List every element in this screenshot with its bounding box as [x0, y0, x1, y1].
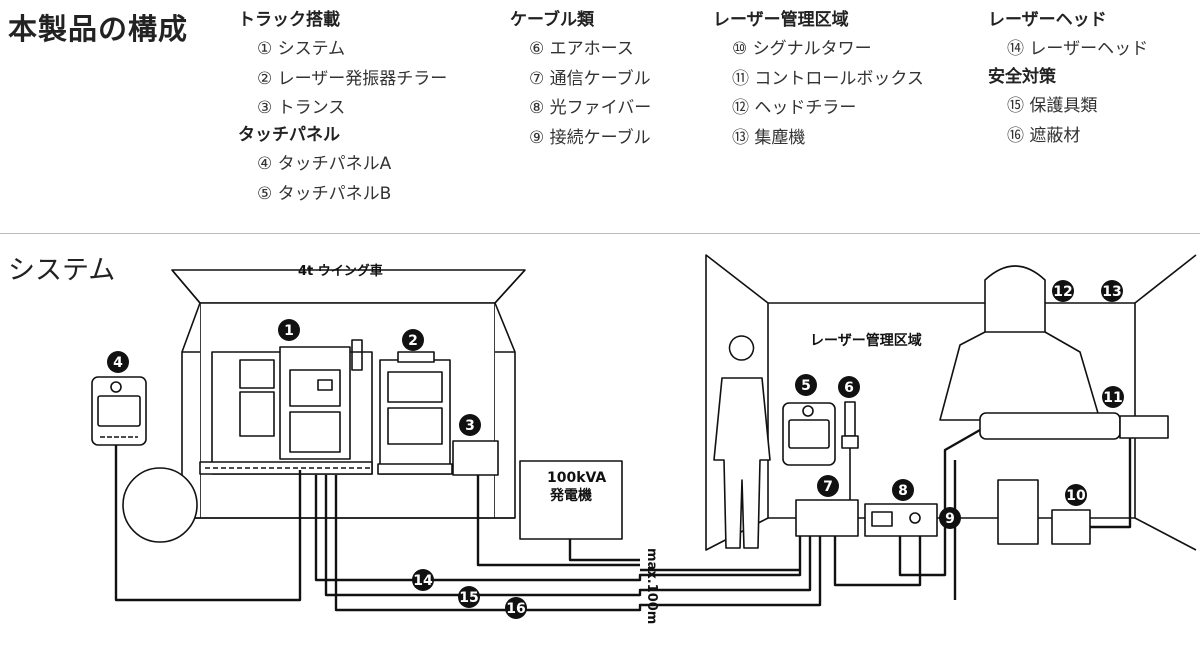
list-item-signal-tower: ⑩ シグナルタワー	[732, 39, 872, 59]
group-truck: トラック搭載 ① システム ② レーザー発振器チラー ③ トランス	[238, 6, 447, 124]
section-divider	[0, 233, 1200, 234]
badge-circle-12	[1052, 280, 1074, 302]
laser-head	[979, 412, 1169, 440]
badge-circle-13	[1101, 280, 1123, 302]
list-item-shielding: ⑯ 遮蔽材	[1007, 125, 1081, 146]
list-item-control-box: ⑪ コントロールボックス	[732, 68, 924, 89]
group-heading: ケーブル類	[510, 10, 594, 30]
list-item-optical-fiber: ⑧ 光ファイバー	[529, 98, 652, 118]
group-touch-panel: タッチパネル ④ タッチパネルA ⑤ タッチパネルB	[238, 121, 391, 209]
badge-number-14: 14	[413, 573, 433, 589]
badge-circle-8	[892, 479, 914, 501]
list-item-laser-head: ⑭ レーザーヘッド	[1007, 39, 1149, 59]
list-item-transformer: ③ トランス	[257, 98, 346, 118]
group-heading: レーザー管理区域	[713, 10, 849, 30]
badge-number-2: 2	[408, 333, 418, 349]
badge-circle-7	[817, 475, 839, 497]
head-chiller	[864, 503, 938, 537]
dust-collector	[997, 479, 1091, 545]
badge-circle-15	[458, 586, 480, 608]
list-item-touch-panel-a: ④ タッチパネルA	[257, 154, 392, 174]
badge-number-10: 10	[1066, 488, 1086, 504]
list-item-protective-gear: ⑮ 保護具類	[1007, 96, 1098, 116]
badge-circle-14	[412, 569, 434, 591]
transformer-box	[452, 440, 499, 476]
badge-number-13: 13	[1102, 284, 1121, 300]
badge-circle-11	[1102, 386, 1124, 408]
badge-number-7: 7	[823, 479, 833, 495]
group-cables: ケーブル類 ⑥ エアホース ⑦ 通信ケーブル ⑧ 光ファイバー ⑨ 接続ケーブル	[510, 6, 651, 153]
badge-number-8: 8	[898, 483, 908, 499]
badge-number-3: 3	[465, 418, 475, 434]
badge-circle-4	[107, 351, 129, 373]
protected-worker	[939, 265, 1101, 421]
group-laser-zone: レーザー管理区域 ⑩ シグナルタワー ⑪ コントロールボックス ⑫ ヘッドチラー…	[713, 6, 924, 153]
badge-number-1: 1	[284, 323, 294, 339]
list-item-connection-cable: ⑨ 接続ケーブル	[529, 127, 651, 148]
touch-panel-a	[91, 376, 147, 446]
truck-label: 4t ウイング車	[298, 263, 383, 279]
badge-circle-5	[795, 374, 817, 396]
group-safety: 安全対策 ⑮ 保護具類 ⑯ 遮蔽材	[988, 63, 1097, 151]
badge-number-15: 15	[459, 590, 478, 606]
badge-circle-16	[505, 597, 527, 619]
control-box	[795, 499, 859, 537]
list-item-system: ① システム	[257, 39, 346, 59]
generator-label-2: 発電機	[549, 487, 592, 504]
badge-circle-1	[278, 319, 300, 341]
generator-box	[519, 460, 623, 540]
section-title: システム	[8, 255, 116, 286]
badge-number-11: 11	[1103, 390, 1122, 406]
list-item-chiller: ② レーザー発振器チラー	[257, 68, 448, 89]
badge-number-6: 6	[844, 380, 854, 396]
badge-number-9: 9	[945, 511, 955, 527]
generator-label-1: 100kVA	[547, 470, 606, 486]
badge-circle-6	[838, 376, 860, 398]
badge-circle-2	[402, 329, 424, 351]
badge-circle-3	[459, 414, 481, 436]
badge-circle-10	[1065, 484, 1087, 506]
list-item-touch-panel-b: ⑤ タッチパネルB	[257, 183, 392, 204]
distance-label: max.100m	[644, 548, 659, 624]
page-title: 本製品の構成	[8, 12, 189, 46]
group-heading: 安全対策	[988, 67, 1056, 87]
group-laser-head: レーザーヘッド ⑭ レーザーヘッド	[988, 6, 1148, 65]
list-item-dust-collector: ⑬ 集塵機	[732, 127, 806, 148]
badge-circle-9	[939, 507, 961, 529]
chiller-unit	[377, 351, 453, 475]
group-heading: トラック搭載	[238, 10, 340, 30]
badge-number-4: 4	[113, 355, 123, 371]
badge-number-16: 16	[506, 601, 525, 617]
group-heading: レーザーヘッド	[988, 10, 1107, 30]
list-item-air-hose: ⑥ エアホース	[529, 39, 634, 59]
badge-number-5: 5	[801, 378, 811, 394]
zone-label: レーザー管理区域	[810, 332, 922, 349]
system-cabinet	[199, 339, 373, 475]
signal-tower	[841, 401, 859, 500]
group-heading: タッチパネル	[238, 125, 340, 145]
list-item-comm-cable: ⑦ 通信ケーブル	[529, 68, 651, 89]
touch-panel-b	[782, 402, 836, 466]
badge-number-12: 12	[1053, 284, 1072, 300]
operator-silhouette	[713, 335, 771, 549]
list-item-head-chiller: ⑫ ヘッドチラー	[732, 98, 857, 118]
cable-bundle	[114, 428, 1132, 612]
